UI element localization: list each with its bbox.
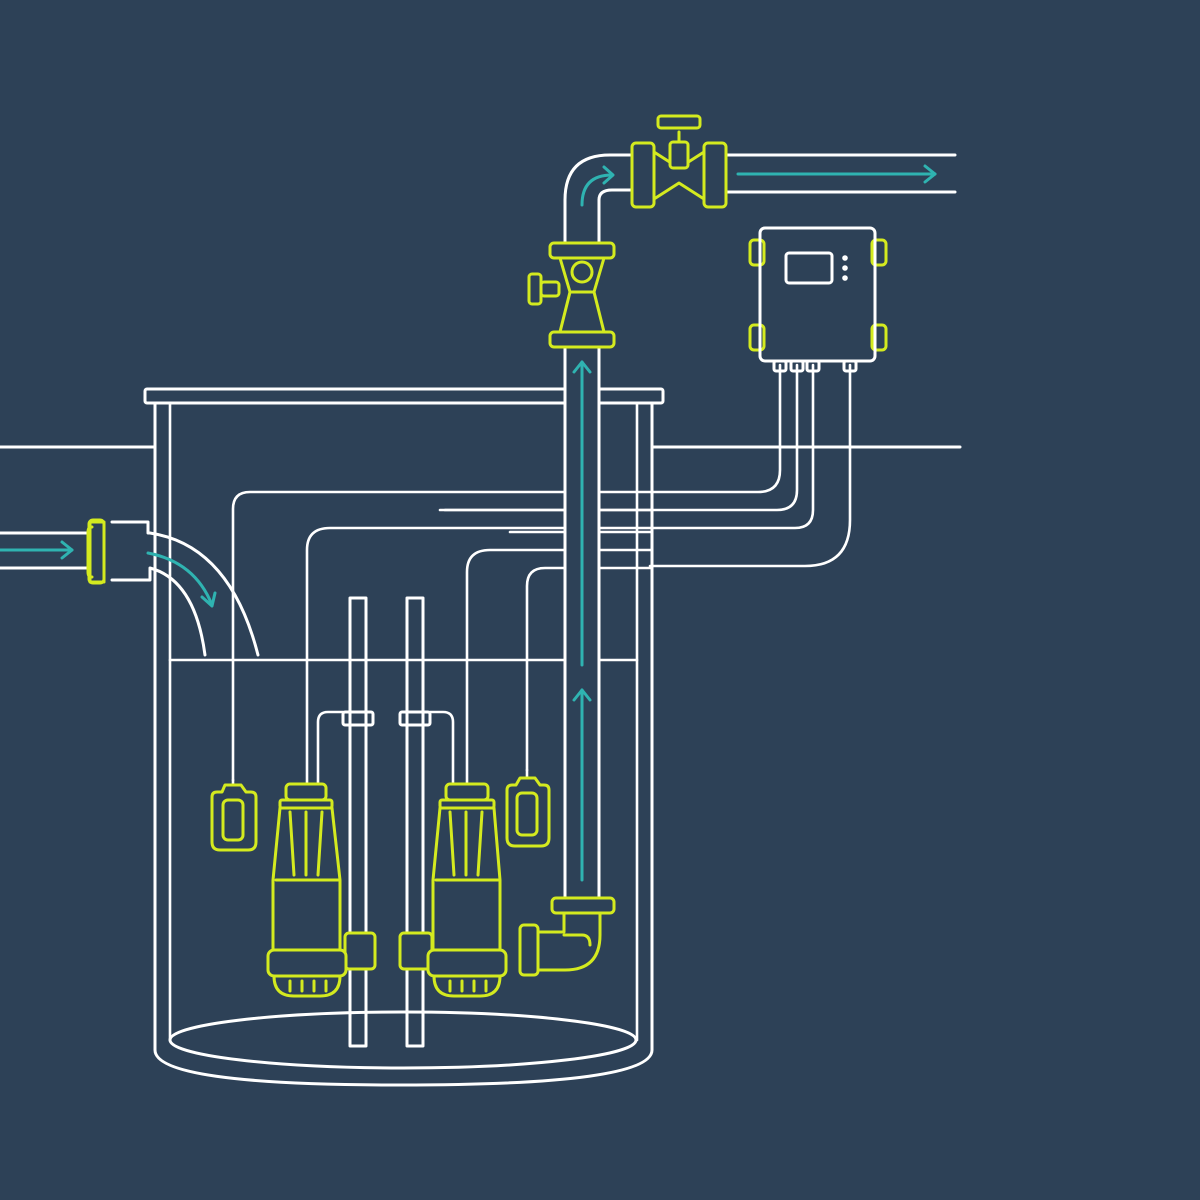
riser-flow-arrow-icon <box>572 360 592 882</box>
indicator-light <box>842 255 848 261</box>
inlet-flow-arrow-icon <box>0 540 74 560</box>
control-display <box>784 251 834 285</box>
outlet-flow-arrow-icon <box>736 164 937 184</box>
control-box <box>748 226 888 373</box>
guide-rails <box>348 596 425 1048</box>
discharge-elbow <box>518 896 616 977</box>
float-switch-right <box>505 768 551 848</box>
elbow-flow-arrow-icon <box>580 165 615 207</box>
flow-arrows <box>0 164 937 882</box>
pump-left <box>266 710 377 998</box>
valve-handwheel-icon <box>656 114 702 130</box>
indicator-light <box>842 275 848 281</box>
inflow-arrow-icon <box>146 551 217 608</box>
control-cables <box>231 363 852 787</box>
valve-lever-icon <box>539 280 561 298</box>
pump-right <box>398 710 508 998</box>
float-switch-left <box>210 778 258 852</box>
inlet-pipe <box>0 518 260 657</box>
outlet-pipe <box>723 153 957 194</box>
indicator-light <box>842 265 848 271</box>
gate-valve <box>630 114 728 209</box>
check-valve <box>527 241 616 349</box>
